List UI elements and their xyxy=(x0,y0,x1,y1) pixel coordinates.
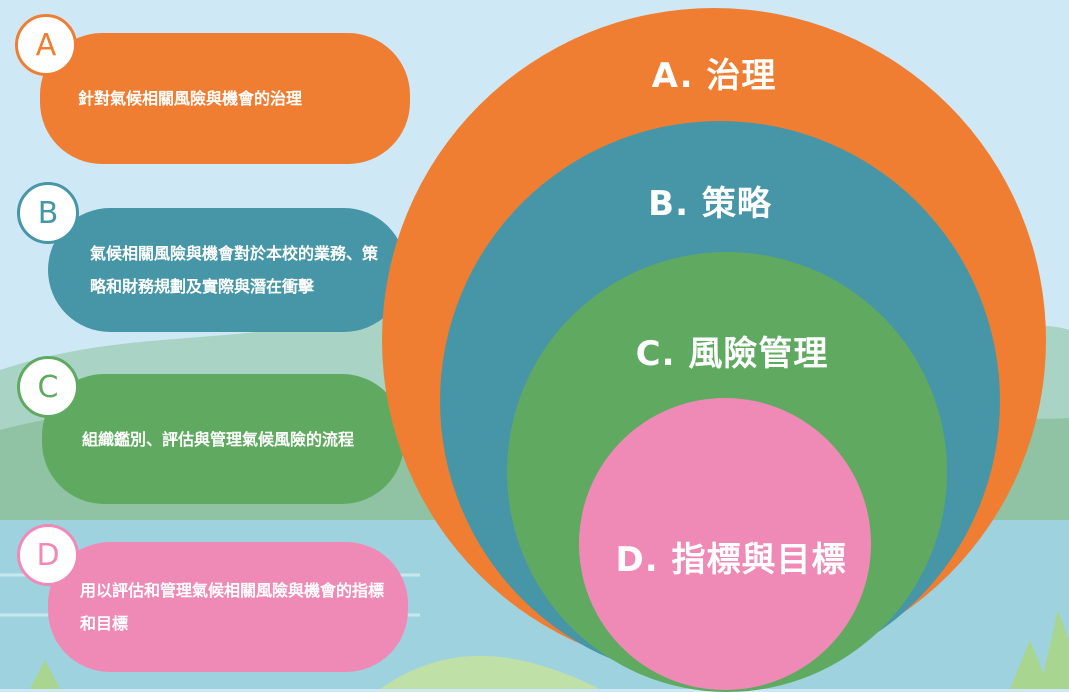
card-risk-management: 組織鑑別、評估與管理氣候風險的流程 xyxy=(42,374,404,504)
badge-c: C xyxy=(17,356,79,418)
badge-c-letter: C xyxy=(37,369,59,405)
circle-metrics-targets xyxy=(579,398,871,690)
circle-governance-label: A. 治理 xyxy=(651,56,777,96)
badge-d: D xyxy=(17,524,79,586)
badge-b-letter: B xyxy=(37,195,59,231)
card-metrics-targets: 用以評估和管理氣候相關風險與機會的指標和目標 xyxy=(48,542,408,672)
circle-risk-management-label: C. 風險管理 xyxy=(635,334,829,374)
card-governance: 針對氣候相關風險與機會的治理 xyxy=(40,33,410,164)
shore-hill xyxy=(380,655,600,689)
tree-icon xyxy=(1010,640,1050,689)
tree-icon xyxy=(30,660,60,689)
card-strategy-text: 氣候相關風險與機會對於本校的業務、策略和財務規劃及實際與潛在衝擊 xyxy=(90,244,379,296)
badge-a-letter: A xyxy=(35,27,57,63)
badge-b: B xyxy=(17,182,79,244)
tree-icon xyxy=(1040,610,1069,689)
badge-a: A xyxy=(15,14,77,76)
card-governance-text: 針對氣候相關風險與機會的治理 xyxy=(78,89,303,108)
circle-metrics-targets-label: D. 指標與目標 xyxy=(615,540,847,580)
card-strategy: 氣候相關風險與機會對於本校的業務、策略和財務規劃及實際與潛在衝擊 xyxy=(48,208,406,332)
card-risk-management-text: 組織鑑別、評估與管理氣候風險的流程 xyxy=(82,429,355,449)
card-metrics-targets-text: 用以評估和管理氣候相關風險與機會的指標和目標 xyxy=(80,581,385,633)
circle-strategy-label: B. 策略 xyxy=(648,184,772,224)
badge-d-letter: D xyxy=(36,537,60,573)
